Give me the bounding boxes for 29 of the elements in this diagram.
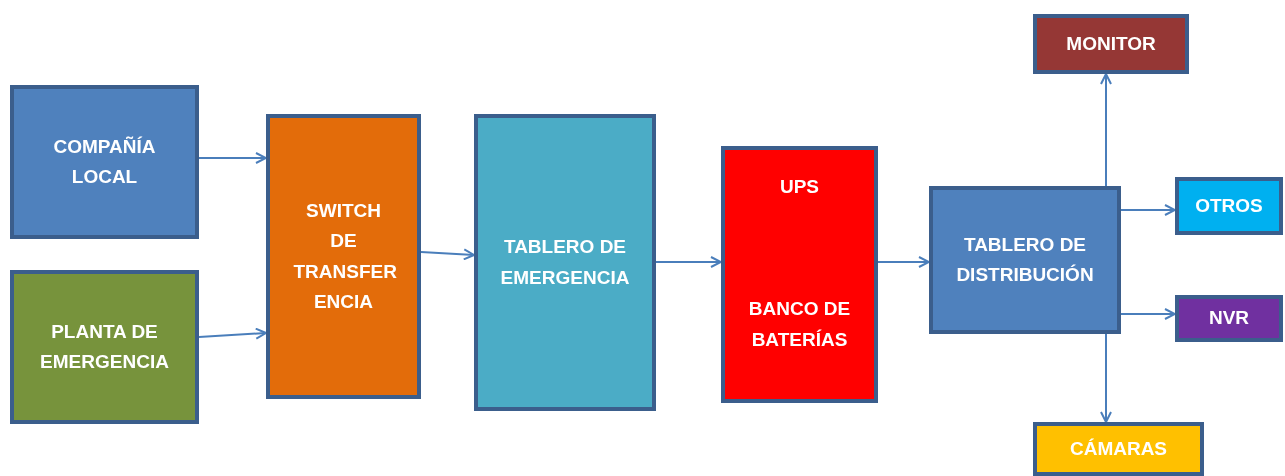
process-box [10, 85, 199, 239]
process-box [474, 114, 656, 411]
process-box [1033, 422, 1204, 476]
arrow [198, 327, 267, 340]
box-label: COMPAÑÍA LOCAL [52, 134, 157, 189]
process-box [1175, 295, 1283, 342]
box-label: PLANTA DE EMERGENCIA [39, 319, 170, 374]
box-label: UPS [779, 175, 820, 199]
arrow [1120, 308, 1176, 320]
box-label: TABLERO DE DISTRIBUCIÓN [955, 232, 1095, 287]
arrow [1120, 204, 1176, 216]
box-label: CÁMARAS [1069, 436, 1168, 461]
process-box [721, 146, 878, 403]
arrow [655, 256, 722, 268]
process-box [266, 114, 421, 399]
arrow [198, 152, 267, 164]
arrow [877, 256, 930, 268]
arrow [420, 248, 475, 261]
box-label: MONITOR [1066, 31, 1156, 56]
process-box [1175, 177, 1283, 235]
arrow [1100, 333, 1112, 423]
box-label: BANCO DE BATERÍAS [747, 297, 852, 352]
box-label: OTROS [1195, 193, 1263, 218]
box-label: NVR [1208, 306, 1250, 331]
process-box [1033, 14, 1189, 74]
process-box [929, 186, 1121, 334]
box-label: TABLERO DE EMERGENCIA [499, 235, 631, 290]
arrow [1100, 73, 1112, 187]
process-box [10, 270, 199, 424]
